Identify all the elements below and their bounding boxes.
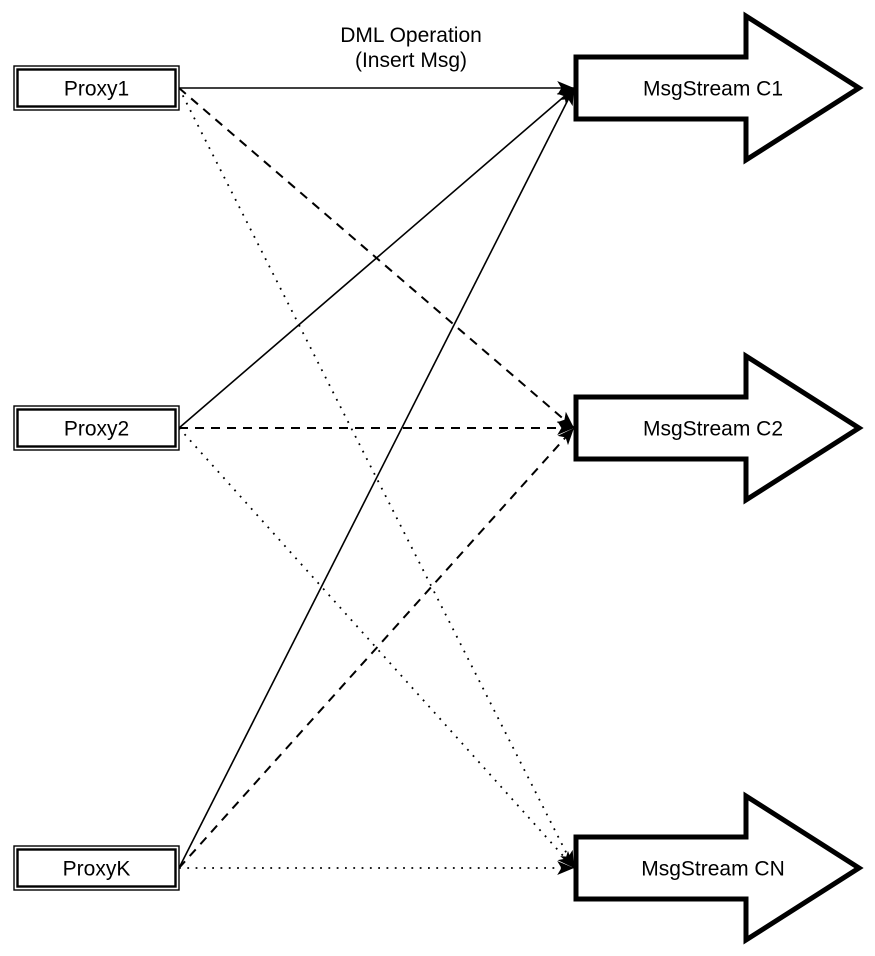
proxy-label-proxy1: Proxy1 bbox=[64, 78, 129, 101]
title-line-1: DML Operation bbox=[340, 24, 482, 47]
diagram-title: DML Operation (Insert Msg) bbox=[340, 23, 482, 73]
proxy-node-proxy1: Proxy1 bbox=[13, 65, 180, 111]
stream-label-c2: MsgStream C2 bbox=[643, 418, 783, 441]
block-arrow-icon-c2 bbox=[573, 351, 864, 505]
edges-layer bbox=[178, 81, 575, 875]
edge-proxy1-to-c2-dashed bbox=[178, 87, 575, 429]
edge-proxyk-to-c1-solid bbox=[178, 87, 575, 869]
stream-node-cn: MsgStream CN bbox=[573, 791, 864, 945]
proxy-box-inner-proxyk bbox=[16, 848, 177, 888]
edge-proxyk-to-c2-dashed bbox=[178, 427, 575, 869]
stream-node-c2: MsgStream C2 bbox=[573, 351, 864, 505]
proxy-label-proxyk: ProxyK bbox=[63, 858, 131, 881]
proxy-node-proxyk: ProxyK bbox=[13, 845, 180, 891]
proxy-node-proxy2: Proxy2 bbox=[13, 405, 180, 451]
proxy-box-inner-proxy2 bbox=[16, 408, 177, 448]
block-arrow-icon-c1 bbox=[573, 11, 864, 165]
proxy-box-inner-proxy1 bbox=[16, 68, 177, 108]
stream-label-cn: MsgStream CN bbox=[641, 858, 785, 881]
title-line-2: (Insert Msg) bbox=[354, 49, 467, 72]
block-arrow-icon-cn bbox=[573, 791, 864, 945]
proxy-label-proxy2: Proxy2 bbox=[64, 418, 129, 441]
stream-node-c1: MsgStream C1 bbox=[573, 11, 864, 165]
stream-label-c1: MsgStream C1 bbox=[643, 78, 783, 101]
